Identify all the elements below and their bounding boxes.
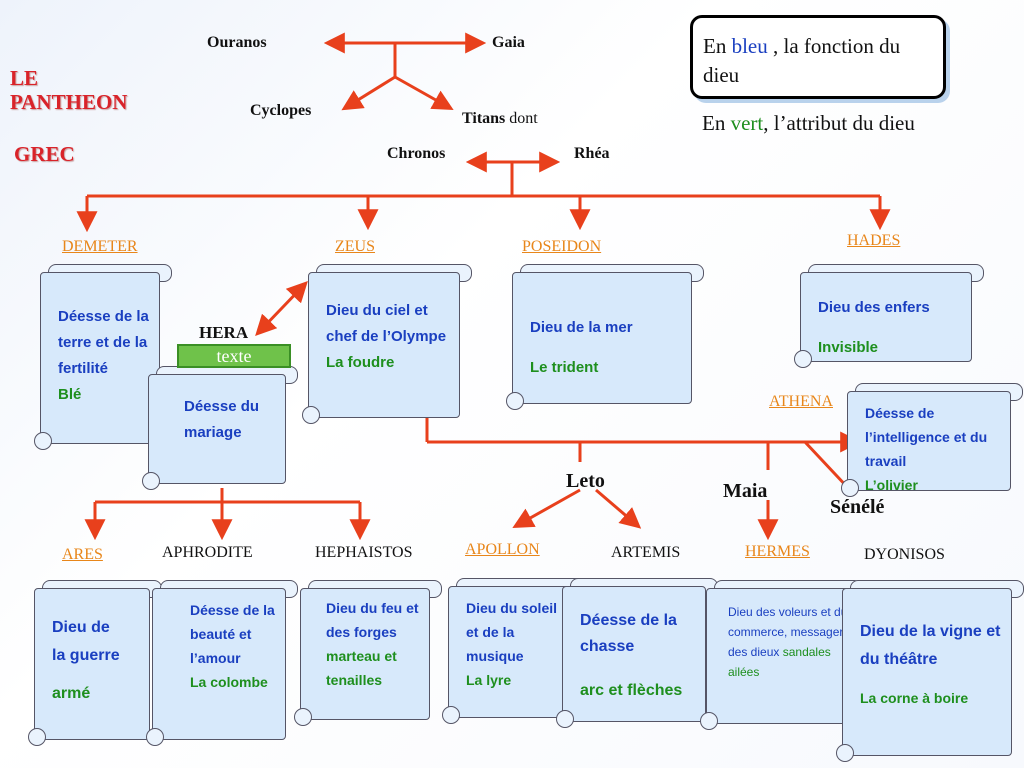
name-dyonisos: DYONISOS <box>864 546 945 563</box>
aphrodite-attribute: La colombe <box>190 674 268 690</box>
name-hephaistos: HEPHAISTOS <box>315 544 413 561</box>
title-line-3: GREC <box>14 142 75 166</box>
name-athena: ATHENA <box>769 393 833 410</box>
poseidon-function: Dieu de la mer <box>530 319 633 336</box>
hera-tag: texte <box>177 344 291 368</box>
hera-function: Déesse du mariage <box>184 398 260 441</box>
label-semele: Sénélé <box>830 496 885 518</box>
label-hera: HERA <box>199 323 249 342</box>
name-apollon: APOLLON <box>465 541 540 558</box>
name-zeus: ZEUS <box>335 238 375 255</box>
name-aphrodite: APHRODITE <box>162 544 253 561</box>
artemis-function: Déesse de la chasse <box>580 612 677 655</box>
label-rhea: Rhéa <box>574 145 610 162</box>
legend-blue-box: En bleu , la fonction du dieu <box>690 15 946 99</box>
hermes-attribute: sandales ailées <box>728 645 831 679</box>
card-apollon: Dieu du soleil et de la musique La lyre <box>442 578 586 724</box>
card-hermes: Dieu des voleurs et du commerce, message… <box>700 580 862 730</box>
legend-blue-word: bleu <box>731 34 768 58</box>
legend-green-prefix: En <box>702 111 731 135</box>
card-poseidon: Dieu de la mer Le trident <box>506 264 704 410</box>
dyonisos-function: Dieu de la vigne et du théâtre <box>860 623 1001 668</box>
card-hera: Déesse du mariage <box>142 366 298 490</box>
poseidon-attribute: Le trident <box>530 359 599 376</box>
hades-function: Dieu des enfers <box>818 299 930 316</box>
ares-attribute: armé <box>52 685 91 702</box>
card-hephaistos: Dieu du feu et des forges marteau et ten… <box>294 580 442 726</box>
zeus-function: Dieu du ciel et chef de l’Olympe <box>326 302 447 345</box>
zeus-attribute: La foudre <box>326 354 395 371</box>
legend-green-suffix: , l’attribut du dieu <box>763 111 915 135</box>
label-maia: Maia <box>723 480 768 502</box>
name-hermes: HERMES <box>745 543 810 560</box>
name-artemis: ARTEMIS <box>611 544 681 561</box>
legend-blue-prefix: En <box>703 34 732 58</box>
name-ares: ARES <box>62 546 103 563</box>
card-artemis: Déesse de la chasse arc et flèches <box>556 578 718 728</box>
label-gaia: Gaia <box>492 34 525 51</box>
label-leto: Leto <box>566 470 605 492</box>
demeter-function: Déesse de la terre et de la fertilité <box>58 308 149 377</box>
apollon-attribute: La lyre <box>466 672 512 688</box>
label-cyclopes: Cyclopes <box>250 102 312 119</box>
demeter-attribute: Blé <box>58 386 82 403</box>
label-chronos: Chronos <box>387 145 446 162</box>
dyonisos-attribute: La corne à boire <box>860 690 969 706</box>
legend-green-word: vert <box>730 111 764 135</box>
apollon-function: Dieu du soleil et de la musique <box>466 600 558 664</box>
title-line-2: PANTHEON <box>10 90 128 114</box>
name-hades: HADES <box>847 232 901 249</box>
label-titans-suffix: dont <box>505 110 538 127</box>
athena-attribute: L’olivier <box>865 477 918 493</box>
label-titans: Titans dont <box>462 110 538 128</box>
legend-blue-suffix: , la fonction du dieu <box>703 34 901 87</box>
page-title: LE PANTHEON <box>10 66 127 114</box>
label-titans-name: Titans <box>462 110 506 127</box>
legend-green: En vert, l’attribut du dieu <box>702 108 962 139</box>
title-line-1: LE <box>10 66 39 90</box>
hephaistos-function: Dieu du feu et des forges <box>326 600 419 640</box>
hephaistos-attribute: marteau et tenailles <box>326 648 397 688</box>
hermes-function: Dieu des voleurs et du commerce, message… <box>728 605 848 659</box>
card-ares: Dieu de la guerre armé <box>28 580 162 746</box>
hades-attribute: Invisible <box>818 339 879 356</box>
name-poseidon: POSEIDON <box>522 238 602 255</box>
ares-function: Dieu de la guerre <box>52 619 120 664</box>
card-aphrodite: Déesse de la beauté et l’amour La colombe <box>146 580 298 746</box>
label-ouranos: Ouranos <box>207 34 267 51</box>
athena-function: Déesse de l’intelligence et du travail <box>865 405 988 469</box>
card-dyonisos: Dieu de la vigne et du théâtre La corne à… <box>836 580 1024 762</box>
aphrodite-function: Déesse de la beauté et l’amour <box>190 602 275 666</box>
artemis-attribute: arc et flèches <box>580 682 683 699</box>
card-zeus: Dieu du ciel et chef de l’Olympe La foud… <box>302 264 472 424</box>
name-demeter: DEMETER <box>62 238 138 255</box>
